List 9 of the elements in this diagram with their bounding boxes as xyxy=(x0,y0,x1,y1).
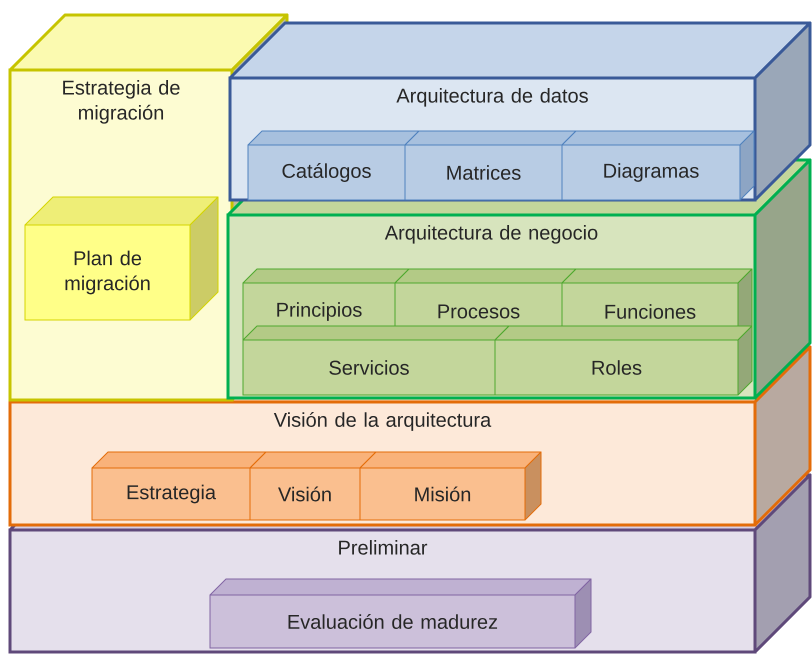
block-box: Diagramas xyxy=(562,130,754,200)
block-box: Misión xyxy=(360,452,542,520)
block-box: Plan de migración xyxy=(24,196,218,320)
block-box: Matrices xyxy=(404,130,576,200)
block-box: Catálogos xyxy=(248,130,420,200)
block-box: Evaluación de madurez xyxy=(210,578,592,648)
block-box: Servicios xyxy=(242,326,510,396)
block-box: Roles xyxy=(494,326,752,396)
block-box: Estrategia xyxy=(92,452,266,520)
